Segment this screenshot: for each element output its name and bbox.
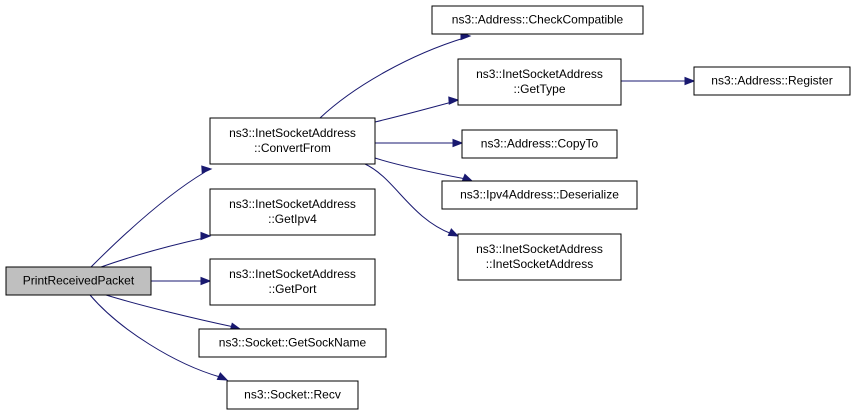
edge-convert-from-to-inet-socket-address (364, 163, 460, 237)
edge-convert-from-to-deserialize (374, 157, 474, 182)
node-convert-from[interactable]: ns3::InetSocketAddress::ConvertFrom (209, 117, 376, 165)
node-recv[interactable]: ns3::Socket::Recv (226, 380, 359, 410)
node-print-received-packet[interactable]: PrintReceivedPacket (5, 266, 152, 296)
arrowhead-icon (201, 165, 213, 174)
node-box (198, 328, 387, 358)
edge-print-received-packet-to-recv (89, 294, 229, 381)
node-box (209, 117, 376, 165)
node-label-line-1: PrintReceivedPacket (23, 274, 135, 288)
node-label-line-2: ::ConvertFrom (254, 141, 331, 155)
edge-convert-from-to-copy-to (375, 138, 464, 148)
arrowhead-icon (684, 76, 696, 86)
edge-print-received-packet-to-convert-from (90, 165, 213, 268)
nodes-layer: PrintReceivedPacket ns3::InetSocketAddres… (5, 5, 851, 410)
node-label-line-1: ns3::Address::CopyTo (481, 137, 599, 151)
node-box (441, 180, 638, 210)
arrowhead-icon (200, 276, 212, 286)
node-copy-to[interactable]: ns3::Address::CopyTo (461, 129, 618, 159)
node-label-line-1: ns3::Address::CheckCompatible (452, 13, 624, 27)
node-label-line-2: ::GetIpv4 (268, 212, 317, 226)
node-box (457, 233, 622, 281)
node-register[interactable]: ns3::Address::Register (693, 66, 851, 96)
node-label-line-1: ns3::Address::Register (711, 74, 832, 88)
arrowhead-icon (461, 173, 474, 182)
edges-layer (89, 31, 696, 381)
edge-convert-from-to-get-type (374, 96, 460, 123)
node-label-line-1: ns3::InetSocketAddress (476, 242, 603, 256)
edge-line (374, 101, 453, 123)
node-label-line-2: ::InetSocketAddress (486, 257, 593, 271)
arrowhead-icon (452, 138, 464, 148)
node-label-line-2: ::GetType (513, 82, 565, 96)
edge-line (319, 37, 465, 119)
node-label-line-1: ns3::Socket::Recv (244, 388, 341, 402)
edge-line (374, 157, 467, 180)
node-label-line-1: ns3::InetSocketAddress (229, 267, 356, 281)
edge-print-received-packet-to-get-sock-name (105, 294, 242, 331)
edge-line (90, 171, 206, 268)
node-label-line-1: ns3::InetSocketAddress (229, 126, 356, 140)
edge-line (364, 163, 453, 235)
edge-get-type-to-register (621, 76, 696, 86)
edge-print-received-packet-to-get-port (151, 276, 212, 286)
node-get-ipv4[interactable]: ns3::InetSocketAddress::GetIpv4 (209, 188, 376, 236)
edge-convert-from-to-check-compatible (319, 31, 472, 119)
edge-line (89, 294, 221, 378)
node-box (693, 66, 851, 96)
node-box (461, 129, 618, 159)
node-label-line-1: ns3::InetSocketAddress (229, 197, 356, 211)
node-box (209, 188, 376, 236)
arrowhead-icon (448, 96, 460, 105)
node-get-sock-name[interactable]: ns3::Socket::GetSockName (198, 328, 387, 358)
node-box (457, 58, 622, 106)
node-label-line-1: ns3::Socket::GetSockName (219, 336, 367, 350)
edge-line (100, 237, 205, 268)
node-box (431, 5, 644, 35)
node-box (209, 258, 376, 306)
node-get-port[interactable]: ns3::InetSocketAddress::GetPort (209, 258, 376, 306)
node-label-line-1: ns3::Ipv4Address::Deserialize (460, 188, 619, 202)
arrowhead-icon (447, 228, 460, 237)
arrowhead-icon (200, 231, 212, 241)
node-check-compatible[interactable]: ns3::Address::CheckCompatible (431, 5, 644, 35)
node-inet-socket-address[interactable]: ns3::InetSocketAddress::InetSocketAddres… (457, 233, 622, 281)
node-box (5, 266, 152, 296)
arrowhead-icon (216, 372, 229, 381)
edge-print-received-packet-to-get-ipv4 (100, 231, 212, 268)
node-label-line-2: ::GetPort (268, 282, 317, 296)
node-box (226, 380, 359, 410)
node-get-type[interactable]: ns3::InetSocketAddress::GetType (457, 58, 622, 106)
edge-line (105, 294, 235, 328)
node-label-line-1: ns3::InetSocketAddress (476, 67, 603, 81)
node-deserialize[interactable]: ns3::Ipv4Address::Deserialize (441, 180, 638, 210)
